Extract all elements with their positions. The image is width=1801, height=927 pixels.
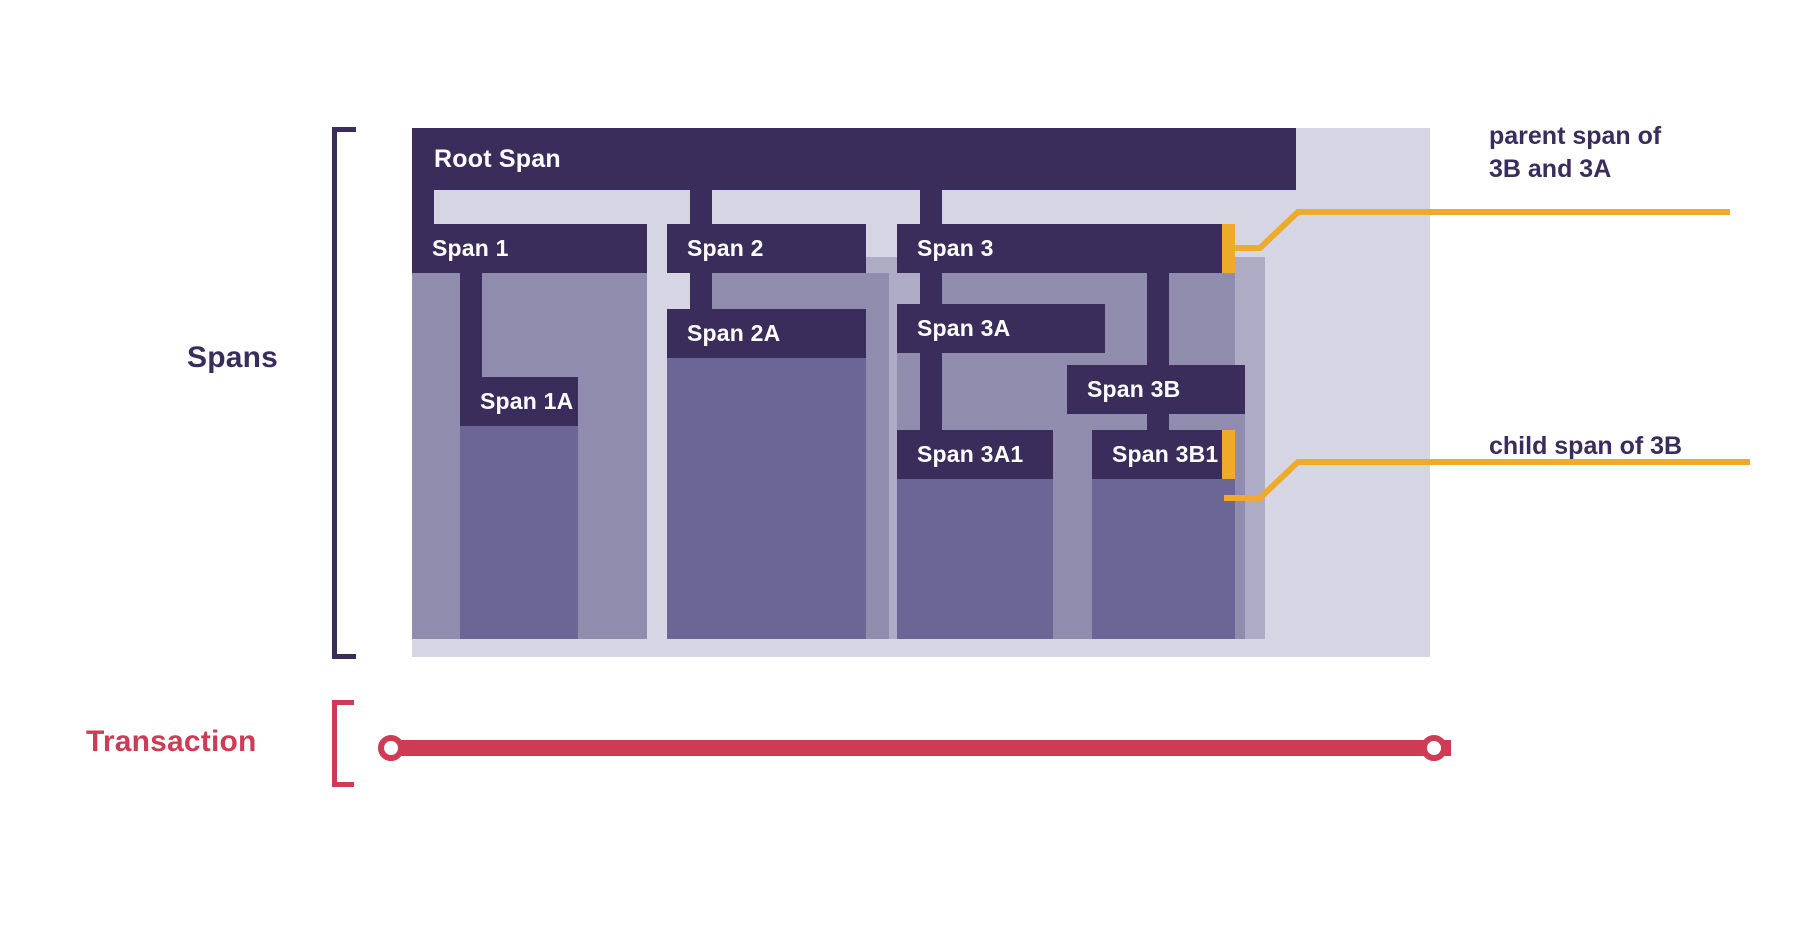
span-body-span3b1	[1092, 479, 1235, 639]
highlight-span3b1-edge	[1222, 430, 1235, 479]
span-bar-span3[interactable]: Span 3	[897, 224, 1235, 273]
span-bar-span2[interactable]: Span 2	[667, 224, 866, 273]
spans-section-label: Spans	[187, 341, 279, 374]
span-bar-span3b[interactable]: Span 3B	[1067, 365, 1245, 414]
spans-container: Root Span Span 1 Span 1A	[412, 128, 1430, 657]
span-bar-span1[interactable]: Span 1	[412, 224, 647, 273]
transaction-bracket	[332, 700, 354, 787]
transaction-start-marker[interactable]	[378, 735, 404, 761]
annotation-child-span-text: child span of 3B	[1489, 432, 1683, 460]
connector-span1-span1a-vertical	[460, 273, 482, 396]
transaction-end-marker[interactable]	[1421, 735, 1447, 761]
span-bar-root[interactable]: Root Span	[412, 128, 1296, 190]
span-bar-span3b1[interactable]: Span 3B1	[1092, 430, 1235, 479]
span-body-span3a1	[897, 479, 1053, 639]
leader-line-parent-annotation	[1224, 209, 1730, 251]
connector-root-span3-vertical	[920, 190, 942, 224]
span-bar-span1a[interactable]: Span 1A	[460, 377, 578, 426]
span-bar-span2a[interactable]: Span 2A	[667, 309, 866, 358]
connector-root-span1-vertical	[412, 190, 434, 224]
span-body-span2a	[667, 358, 866, 639]
connector-root-span2-vertical	[690, 190, 712, 224]
leader-line-child-annotation	[1224, 459, 1750, 501]
annotation-parent-span-text: parent span of 3B and 3A	[1489, 122, 1662, 183]
spans-bracket	[332, 127, 356, 659]
transaction-bar[interactable]	[386, 740, 1451, 756]
span-bar-span3a[interactable]: Span 3A	[897, 304, 1105, 353]
span-body-span1a	[460, 426, 578, 639]
transaction-section-label: Transaction	[86, 725, 257, 758]
span-bar-span3a1[interactable]: Span 3A1	[897, 430, 1053, 479]
